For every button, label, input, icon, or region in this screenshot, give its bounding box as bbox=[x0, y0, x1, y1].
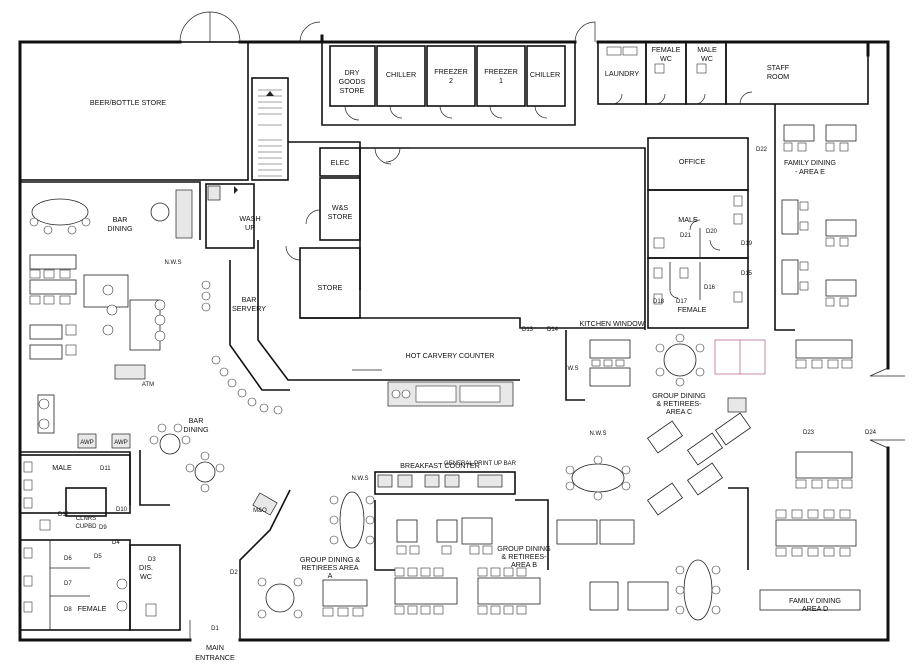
svg-text:W.S: W.S bbox=[567, 366, 578, 372]
svg-text:D4: D4 bbox=[112, 540, 120, 546]
svg-text:GROUP DINING& RETIREES-AREA C: GROUP DINING& RETIREES-AREA C bbox=[652, 391, 706, 416]
svg-text:MALE: MALE bbox=[678, 215, 698, 224]
svg-text:DIS.WC: DIS.WC bbox=[139, 563, 153, 581]
svg-text:FAMILY DINING- AREA E: FAMILY DINING- AREA E bbox=[784, 158, 836, 176]
svg-text:MALE: MALE bbox=[52, 463, 72, 472]
hot-carvery-counter: HOT CARVERY COUNTER KITCHEN WINDOW bbox=[229, 240, 645, 407]
staircase bbox=[251, 77, 289, 181]
svg-text:HOT CARVERY COUNTER: HOT CARVERY COUNTER bbox=[406, 351, 495, 360]
svg-text:AWP: AWP bbox=[114, 440, 127, 446]
svg-text:LAUNDRY: LAUNDRY bbox=[605, 69, 639, 78]
office-toilets: OFFICE MALE FEMALE bbox=[647, 137, 749, 329]
svg-text:N.W.S: N.W.S bbox=[589, 431, 606, 437]
svg-text:D12: D12 bbox=[58, 512, 70, 518]
svg-text:FEMALE: FEMALE bbox=[678, 305, 707, 314]
svg-text:D21: D21 bbox=[680, 233, 692, 239]
svg-text:BREAKFAST COUNTER: BREAKFAST COUNTER bbox=[400, 461, 480, 470]
svg-text:STORE: STORE bbox=[318, 283, 343, 292]
svg-text:D19: D19 bbox=[741, 241, 753, 247]
svg-text:D14: D14 bbox=[547, 327, 559, 333]
svg-text:D16: D16 bbox=[704, 285, 716, 291]
svg-text:D23: D23 bbox=[803, 430, 815, 436]
svg-text:GROUP DINING& RETIREES-AREA B: GROUP DINING& RETIREES-AREA B bbox=[497, 544, 551, 569]
svg-text:AWP: AWP bbox=[80, 440, 93, 446]
svg-text:D8: D8 bbox=[64, 607, 72, 613]
svg-text:N.W.S: N.W.S bbox=[164, 260, 181, 266]
svg-text:M&O: M&O bbox=[253, 508, 267, 514]
svg-text:D1: D1 bbox=[211, 626, 219, 632]
svg-text:D18: D18 bbox=[653, 299, 665, 305]
svg-text:D15: D15 bbox=[741, 271, 753, 277]
svg-text:ELEC: ELEC bbox=[331, 158, 350, 167]
svg-text:D10: D10 bbox=[116, 507, 128, 513]
svg-text:FEMALE: FEMALE bbox=[78, 604, 107, 613]
door-labels: D2 D3 D4 D5 D6 D7 D8 D9 D10 D11 D12 D13 … bbox=[58, 147, 877, 613]
svg-text:N.W.S: N.W.S bbox=[351, 476, 368, 482]
svg-text:OFFICE: OFFICE bbox=[679, 157, 706, 166]
svg-text:D24: D24 bbox=[865, 430, 877, 436]
svg-text:D2: D2 bbox=[230, 570, 238, 576]
svg-text:CHILLER: CHILLER bbox=[386, 70, 416, 79]
svg-text:D6: D6 bbox=[64, 556, 72, 562]
svg-text:GENERAL PRINT UP BAR: GENERAL PRINT UP BAR bbox=[444, 461, 517, 467]
svg-text:D5: D5 bbox=[94, 554, 102, 560]
svg-text:D11: D11 bbox=[100, 466, 111, 472]
svg-text:CHILLER: CHILLER bbox=[530, 70, 560, 79]
beer-bottle-store: BEER/BOTTLE STORE bbox=[19, 41, 249, 181]
breakfast-counter: BREAKFAST COUNTER N.W.S GENERAL PRINT UP… bbox=[351, 461, 551, 615]
left-booths: ATM bbox=[29, 254, 166, 434]
svg-text:KITCHEN WINDOW: KITCHEN WINDOW bbox=[579, 319, 644, 328]
svg-text:D9: D9 bbox=[99, 525, 107, 531]
svg-text:D20: D20 bbox=[706, 229, 718, 235]
svg-text:D3: D3 bbox=[148, 557, 156, 563]
svg-text:D13: D13 bbox=[522, 327, 534, 333]
family-dining-area-e: FAMILY DINING- AREA E bbox=[774, 104, 857, 369]
svg-text:D22: D22 bbox=[756, 147, 768, 153]
beer-store-label: BEER/BOTTLE STORE bbox=[90, 98, 166, 107]
svg-text:ATM: ATM bbox=[142, 382, 154, 388]
svg-text:D17: D17 bbox=[676, 299, 688, 305]
svg-text:D7: D7 bbox=[64, 581, 72, 587]
group-dining-area-c: W.S GROUP DINING& RETIREES-AREA C N.W.S bbox=[556, 330, 766, 545]
